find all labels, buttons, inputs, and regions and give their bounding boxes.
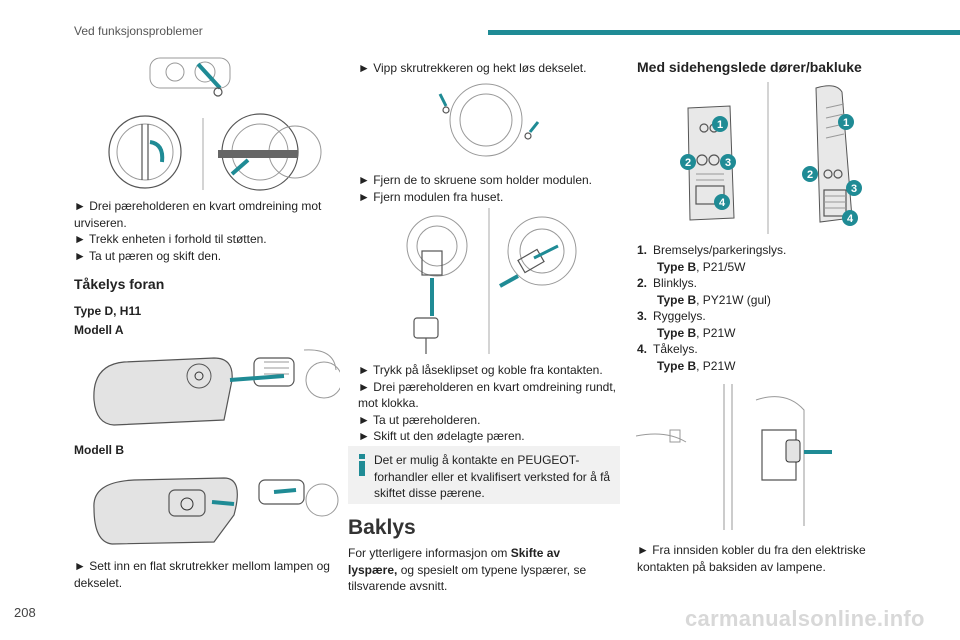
col1-step4: ► Sett inn en flat skrutrekker mellom la… <box>74 559 330 590</box>
heading-side-hinged-doors: Med sidehengslede dører/bakluke <box>637 59 862 75</box>
callout-3-b: 3 <box>851 183 857 195</box>
col1-step2: ► Trekk enheten i forhold til støtten. <box>74 232 267 246</box>
bulb-item-4: 4. Tåkelys. Type B, P21W <box>637 341 786 374</box>
item-type: Type B <box>657 325 697 340</box>
connector-disconnect-illustration <box>406 208 577 354</box>
item-num: 3. <box>637 309 648 323</box>
item-spec: , P21/5W <box>696 259 746 274</box>
info-icon <box>359 454 365 476</box>
col2-step4: ► Trykk på låseklipset og koble fra kont… <box>358 363 603 377</box>
callout-2-b: 2 <box>807 169 813 181</box>
item-type: Type B <box>657 292 697 307</box>
col3-step1: ► Fra innsiden kobler du fra den elektri… <box>637 543 866 574</box>
item-spec: , PY21W (gul) <box>696 292 771 307</box>
bulb-holder-rotate-illustration <box>108 113 322 191</box>
rear-lamp-diagram: 1 2 3 4 1 2 3 4 <box>680 82 862 234</box>
callout-2-a: 2 <box>685 157 691 169</box>
subheading-type: Type D, H11 <box>74 304 142 318</box>
item-type: Type B <box>657 259 697 274</box>
bulb-item-2: 2. Blinklys. Type B, PY21W (gul) <box>637 275 786 308</box>
callout-3-a: 3 <box>725 157 731 169</box>
callout-4-b: 4 <box>847 213 854 225</box>
item-num: 2. <box>637 276 648 290</box>
item-num: 4. <box>637 342 648 356</box>
item-name: Blinklys. <box>653 276 698 290</box>
rear-lights-body: For ytterligere informasjon om Skifte av… <box>348 545 610 595</box>
body-pre: For ytterligere informasjon om <box>348 546 511 560</box>
callout-1-b: 1 <box>843 117 849 129</box>
fog-lamp-model-b-illustration <box>93 477 339 545</box>
rear-lamp-connector-illustration <box>636 384 832 530</box>
bulb-item-1: 1. Bremselys/parkeringslys. Type B, P21/5… <box>637 242 786 275</box>
item-spec: , P21W <box>696 358 736 373</box>
item-type: Type B <box>657 358 697 373</box>
callout-1-a: 1 <box>717 119 723 131</box>
item-name: Ryggelys. <box>653 309 706 323</box>
item-name: Bremselys/parkeringslys. <box>653 243 787 257</box>
col2-step7: ► Skift ut den ødelagte pæren. <box>358 429 525 443</box>
heading-fog-lights-front: Tåkelys foran <box>74 276 165 292</box>
body-link-bold: Skifte av lyspære, <box>348 546 561 577</box>
callout-markers: 1 2 3 4 1 2 3 4 <box>680 114 862 226</box>
page-number: 208 <box>14 605 36 620</box>
fog-lamp-module-screws-illustration <box>438 83 540 157</box>
header-accent-bar <box>488 30 960 35</box>
watermark: carmanualsonline.info <box>685 606 925 631</box>
col2-step1: ► Vipp skrutrekkeren og hekt løs deksele… <box>358 61 587 75</box>
model-b-label: Modell B <box>74 443 124 457</box>
col2-step6: ► Ta ut pæreholderen. <box>358 412 481 427</box>
heading-rear-lights: Baklys <box>348 516 416 539</box>
bulb-item-3: 3. Ryggelys. Type B, P21W <box>637 308 786 341</box>
col1-step1: ► Drei pæreholderen en kvart omdreining … <box>74 199 322 230</box>
info-box: Det er mulig å kontakte en PEUGEOT-forha… <box>348 446 620 504</box>
col2-step5: ► Drei pæreholderen en kvart omdreining … <box>358 379 617 411</box>
body-post: og spesielt om typene lyspærer, se tilsv… <box>348 562 587 594</box>
bulb-list: 1.Bremselys/parkeringslys. Type B, P21/5… <box>637 242 786 374</box>
headlamp-top-illustration <box>149 57 231 97</box>
item-num: 1. <box>637 243 648 257</box>
item-name: Tåkelys. <box>653 342 698 356</box>
col1-step3: ► Ta ut pæren og skift den. <box>74 248 222 263</box>
model-a-label: Modell A <box>74 323 124 337</box>
callout-4-a: 4 <box>719 197 726 209</box>
info-text: Det er mulig å kontakte en PEUGEOT-forha… <box>374 453 611 500</box>
col2-step3: ► Fjern modulen fra huset. <box>358 189 504 204</box>
item-spec: , P21W <box>696 325 736 340</box>
section-title: Ved funksjonsproblemer <box>74 24 203 38</box>
fog-lamp-model-a-illustration <box>93 349 340 426</box>
col2-step2: ► Fjern de to skruene som holder modulen… <box>358 173 592 187</box>
